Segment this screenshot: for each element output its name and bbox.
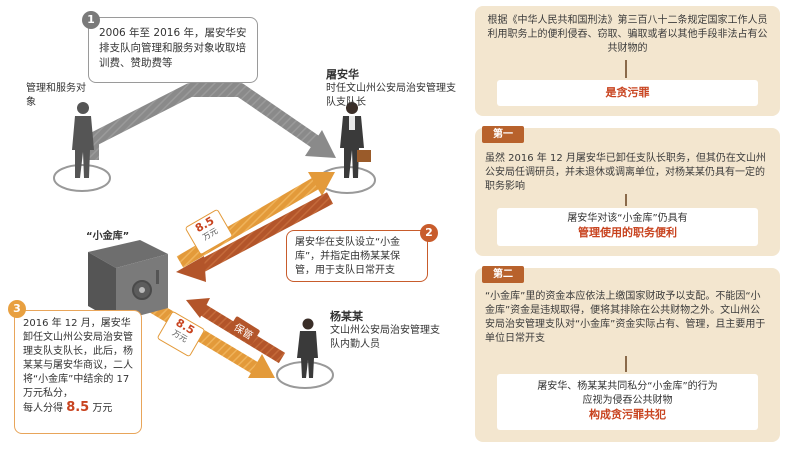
first-result-line1: 屠安华对该“小金库”仍具有	[567, 213, 688, 224]
custody-arrow-head	[186, 298, 210, 318]
first-connector	[625, 194, 627, 206]
first-result-box: 屠安华对该“小金库”仍具有 管理使用的职务便利	[497, 208, 758, 246]
tu-label: 屠安华 时任文山州公安局治安管理支队支队长	[326, 68, 456, 110]
brown-arrow	[194, 192, 334, 274]
second-result-box: 屠安华、杨某某共同私分“小金库”的行为 应视为侵吞公共财物 构成贪污罪共犯	[497, 374, 758, 430]
law-result: 是贪污罪	[605, 86, 650, 99]
safe-icon	[88, 240, 168, 322]
first-result-line2: 管理使用的职务便利	[578, 226, 677, 239]
orange-arrow-bottom-head	[248, 354, 275, 378]
law-connector	[625, 60, 627, 78]
target-person-icon	[72, 102, 94, 178]
second-result-line3: 构成贪污罪共犯	[589, 408, 666, 421]
law-result-box: 是贪污罪	[497, 80, 758, 106]
step1-badge: 1	[82, 11, 100, 29]
yang-person-icon	[297, 318, 318, 378]
yang-name: 杨某某	[330, 310, 363, 323]
tu-title: 时任文山州公安局治安管理支队支队长	[326, 83, 456, 108]
law-text: 根据《中华人民共和国刑法》第三百八十二条规定国家工作人员利用职务上的便利侵吞、窃…	[487, 15, 768, 54]
first-text: 虽然 2016 年 12 月屠安华已卸任支队长职务，但其仍在文山州公安局任调研员…	[485, 153, 766, 192]
first-panel: 虽然 2016 年 12 月屠安华已卸任支队长职务，但其仍在文山州公安局任调研员…	[475, 128, 780, 256]
second-result-line1: 屠安华、杨某某共同私分“小金库”的行为	[537, 381, 718, 392]
step3-callout: 2016 年 12 月，屠安华卸任文山州公安局治安管理支队支队长，此后，杨某某与…	[14, 310, 142, 434]
step3-tail-prefix: 每人分得	[23, 403, 67, 414]
second-text: “小金库”里的资金本应依法上缴国家财政予以支配。不能因“小金库”资金是违规取得，…	[485, 291, 766, 344]
second-connector	[625, 356, 627, 372]
step1-callout: 2006 年至 2016 年，屠安华安排支队向管理和服务对象收取培训费、赞助费等	[88, 17, 258, 83]
second-result-line2: 应视为侵吞公共财物	[582, 395, 673, 406]
tu-name: 屠安华	[326, 68, 359, 81]
target-ground	[53, 164, 111, 192]
step2-badge: 2	[420, 224, 438, 242]
law-panel: 根据《中华人民共和国刑法》第三百八十二条规定国家工作人员利用职务上的便利侵吞、窃…	[475, 6, 780, 116]
orange-arrow-top-head	[308, 172, 335, 196]
first-tag: 第一	[482, 126, 524, 143]
orange-arrow-bottom	[146, 299, 259, 374]
target-label: 管理和服务对象	[26, 83, 86, 108]
step3-tail-amount: 8.5	[66, 400, 90, 415]
gray-arrow	[85, 83, 324, 160]
brown-arrow-head	[176, 256, 206, 282]
step3-badge: 3	[8, 300, 26, 318]
second-panel: “小金库”里的资金本应依法上缴国家财政予以支配。不能因“小金库”资金是违规取得，…	[475, 268, 780, 442]
yang-title: 文山州公安局治安管理支队内勤人员	[330, 325, 440, 350]
step1-text: 2006 年至 2016 年，屠安华安排支队向管理和服务对象收取培训费、赞助费等	[99, 27, 247, 69]
second-tag: 第二	[482, 266, 524, 283]
yang-label: 杨某某 文山州公安局治安管理支队内勤人员	[330, 310, 442, 352]
step3-text: 2016 年 12 月，屠安华卸任文山州公安局治安管理支队支队长，此后，杨某某与…	[23, 318, 133, 399]
gray-arrow-head	[305, 130, 336, 158]
safe-label: “小金库”	[86, 231, 130, 242]
step3-tail-unit: 万元	[89, 403, 113, 414]
tu-person-icon	[340, 102, 371, 178]
step2-text: 屠安华在支队设立“小金库”，并指定由杨某某保管，用于支队日常开支	[295, 237, 401, 276]
step2-callout: 屠安华在支队设立“小金库”，并指定由杨某某保管，用于支队日常开支	[286, 230, 428, 282]
